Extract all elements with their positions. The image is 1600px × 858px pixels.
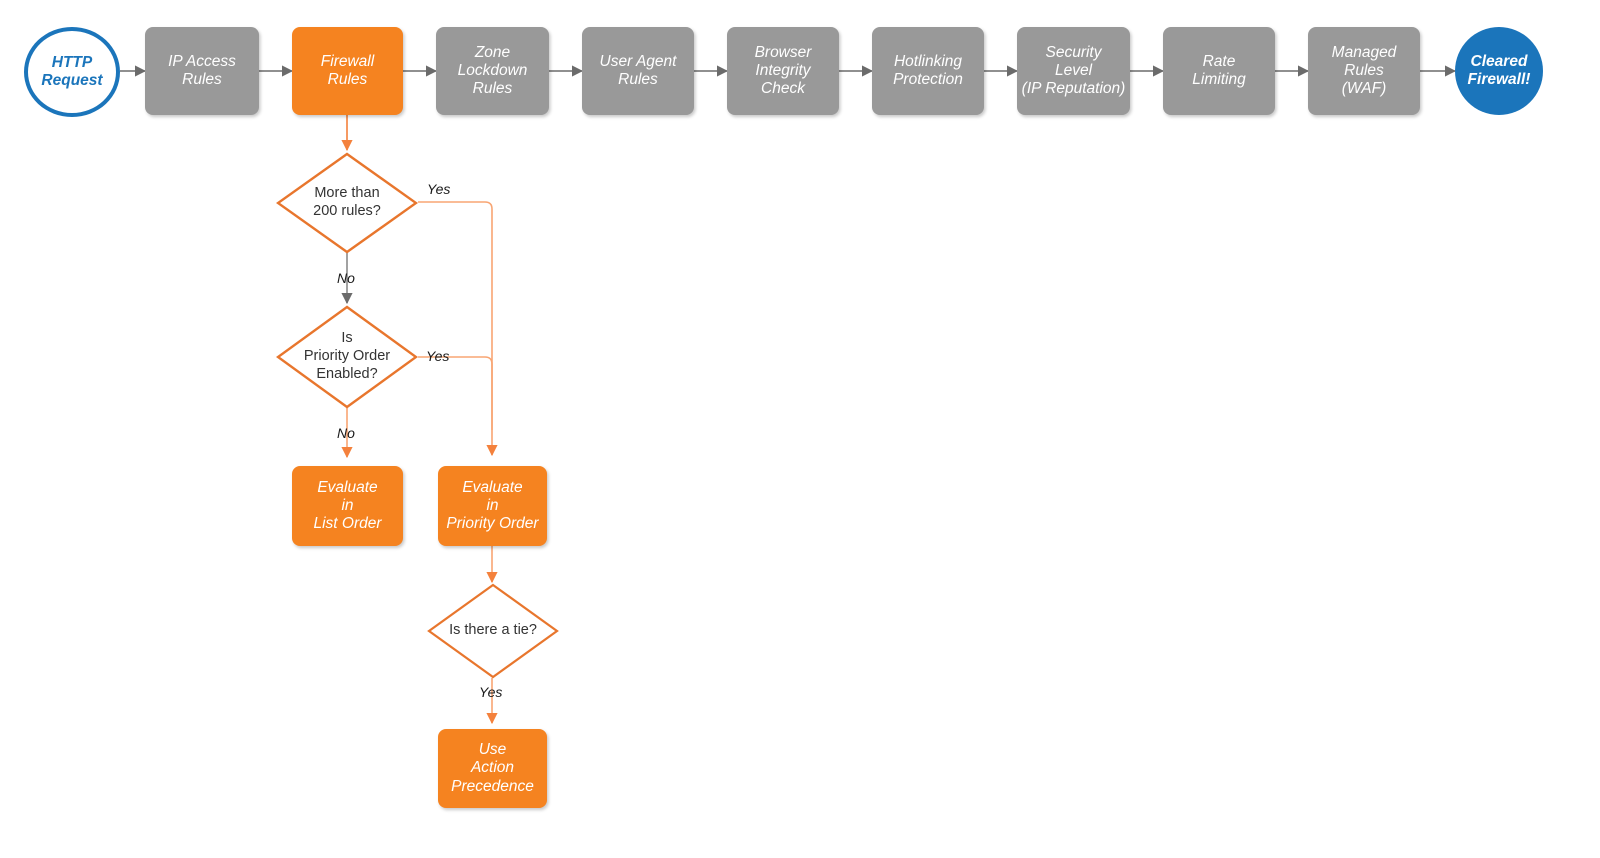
edge-yes-200-to-priority-order bbox=[418, 201, 498, 457]
diamond-shape-icon bbox=[276, 152, 418, 254]
decision-more-than-200-rules[interactable]: More than 200 rules? bbox=[276, 152, 418, 254]
node-cleared-firewall[interactable]: Cleared Firewall! bbox=[1455, 27, 1543, 115]
decision-label: Is there a tie? bbox=[449, 622, 537, 639]
node-http-request[interactable]: HTTP Request bbox=[24, 27, 120, 117]
diamond-shape-icon bbox=[427, 583, 559, 679]
node-managed-rules-waf[interactable]: Managed Rules (WAF) bbox=[1308, 27, 1420, 115]
node-firewall-rules[interactable]: Firewall Rules bbox=[292, 27, 403, 115]
edge-label-no-more-than-200: No bbox=[337, 270, 355, 286]
node-browser-integrity-check[interactable]: Browser Integrity Check bbox=[727, 27, 839, 115]
node-evaluate-in-list-order[interactable]: Evaluate in List Order bbox=[292, 466, 403, 546]
node-evaluate-in-priority-order[interactable]: Evaluate in Priority Order bbox=[438, 466, 547, 546]
edge-label-yes-priority-order: Yes bbox=[426, 348, 450, 364]
node-rate-limiting[interactable]: Rate Limiting bbox=[1163, 27, 1275, 115]
node-user-agent-rules[interactable]: User Agent Rules bbox=[582, 27, 694, 115]
diamond-shape-icon bbox=[276, 305, 418, 409]
decision-label: More than 200 rules? bbox=[313, 185, 381, 219]
decision-is-there-a-tie[interactable]: Is there a tie? bbox=[427, 583, 559, 679]
edge-yes-priority-to-priority-order bbox=[418, 356, 493, 430]
decision-priority-order-enabled[interactable]: Is Priority Order Enabled? bbox=[276, 305, 418, 409]
node-use-action-precedence[interactable]: Use Action Precedence bbox=[438, 729, 547, 808]
edge-label-yes-more-than-200: Yes bbox=[427, 181, 451, 197]
node-hotlinking-protection[interactable]: Hotlinking Protection bbox=[872, 27, 984, 115]
node-zone-lockdown-rules[interactable]: Zone Lockdown Rules bbox=[436, 27, 549, 115]
edge-label-no-priority-order: No bbox=[337, 425, 355, 441]
decision-label: Is Priority Order Enabled? bbox=[303, 330, 391, 382]
edge-label-yes-tie: Yes bbox=[479, 684, 503, 700]
node-security-level[interactable]: Security Level (IP Reputation) bbox=[1017, 27, 1130, 115]
node-ip-access-rules[interactable]: IP Access Rules bbox=[145, 27, 259, 115]
